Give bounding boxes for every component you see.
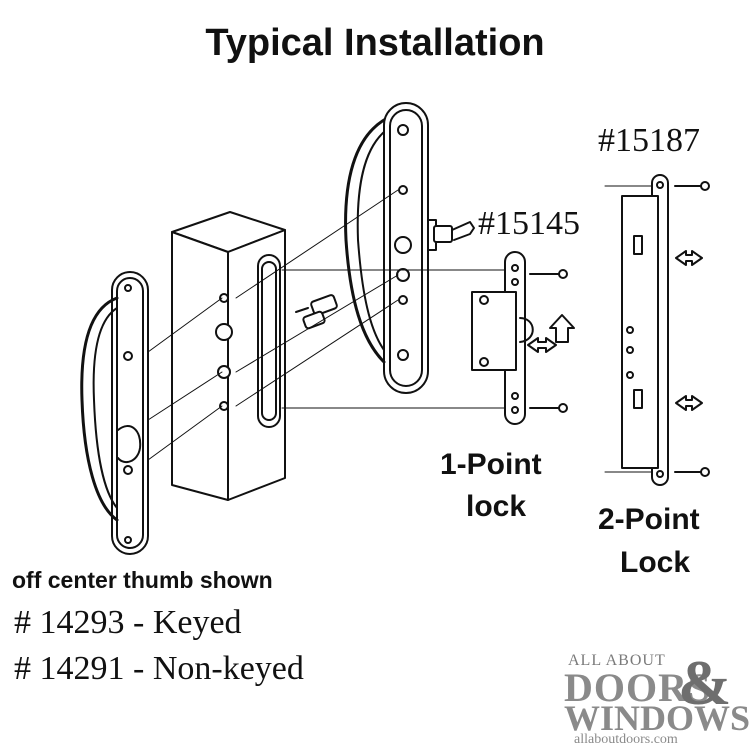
logo-line-all-about: ALL ABOUT — [568, 652, 666, 669]
brand-logo: ALL ABOUT DOORS & WINDOWS allaboutdoors.… — [560, 647, 750, 748]
part-number-15187: #15187 — [598, 122, 700, 159]
interior-handle — [344, 102, 437, 394]
thumb-note: off center thumb shown — [12, 567, 273, 593]
diagram-title: Typical Installation — [205, 22, 545, 64]
exterior-handle — [80, 271, 149, 555]
logo-ampersand: & — [678, 647, 732, 718]
part-number-15145: #15145 — [478, 205, 580, 242]
part-number-non-keyed: # 14291 - Non-keyed — [14, 650, 304, 687]
logo-line-doors: DOORS — [564, 665, 712, 710]
cylinder-parts — [295, 294, 338, 330]
two-point-lock-label-2: Lock — [620, 546, 691, 579]
two-point-lock-label: 2-Point — [598, 503, 700, 536]
key — [433, 221, 475, 243]
one-point-lock-label: 1-Point — [440, 448, 542, 481]
part-number-keyed: # 14293 - Keyed — [14, 604, 242, 641]
two-point-lock — [621, 174, 710, 486]
door-edge-block — [171, 211, 286, 501]
one-point-lock — [471, 251, 575, 425]
one-point-lock-label-2: lock — [466, 490, 527, 523]
logo-line-windows: WINDOWS — [564, 698, 750, 738]
alignment-lines — [147, 185, 653, 473]
logo-url: allaboutdoors.com — [574, 732, 678, 747]
